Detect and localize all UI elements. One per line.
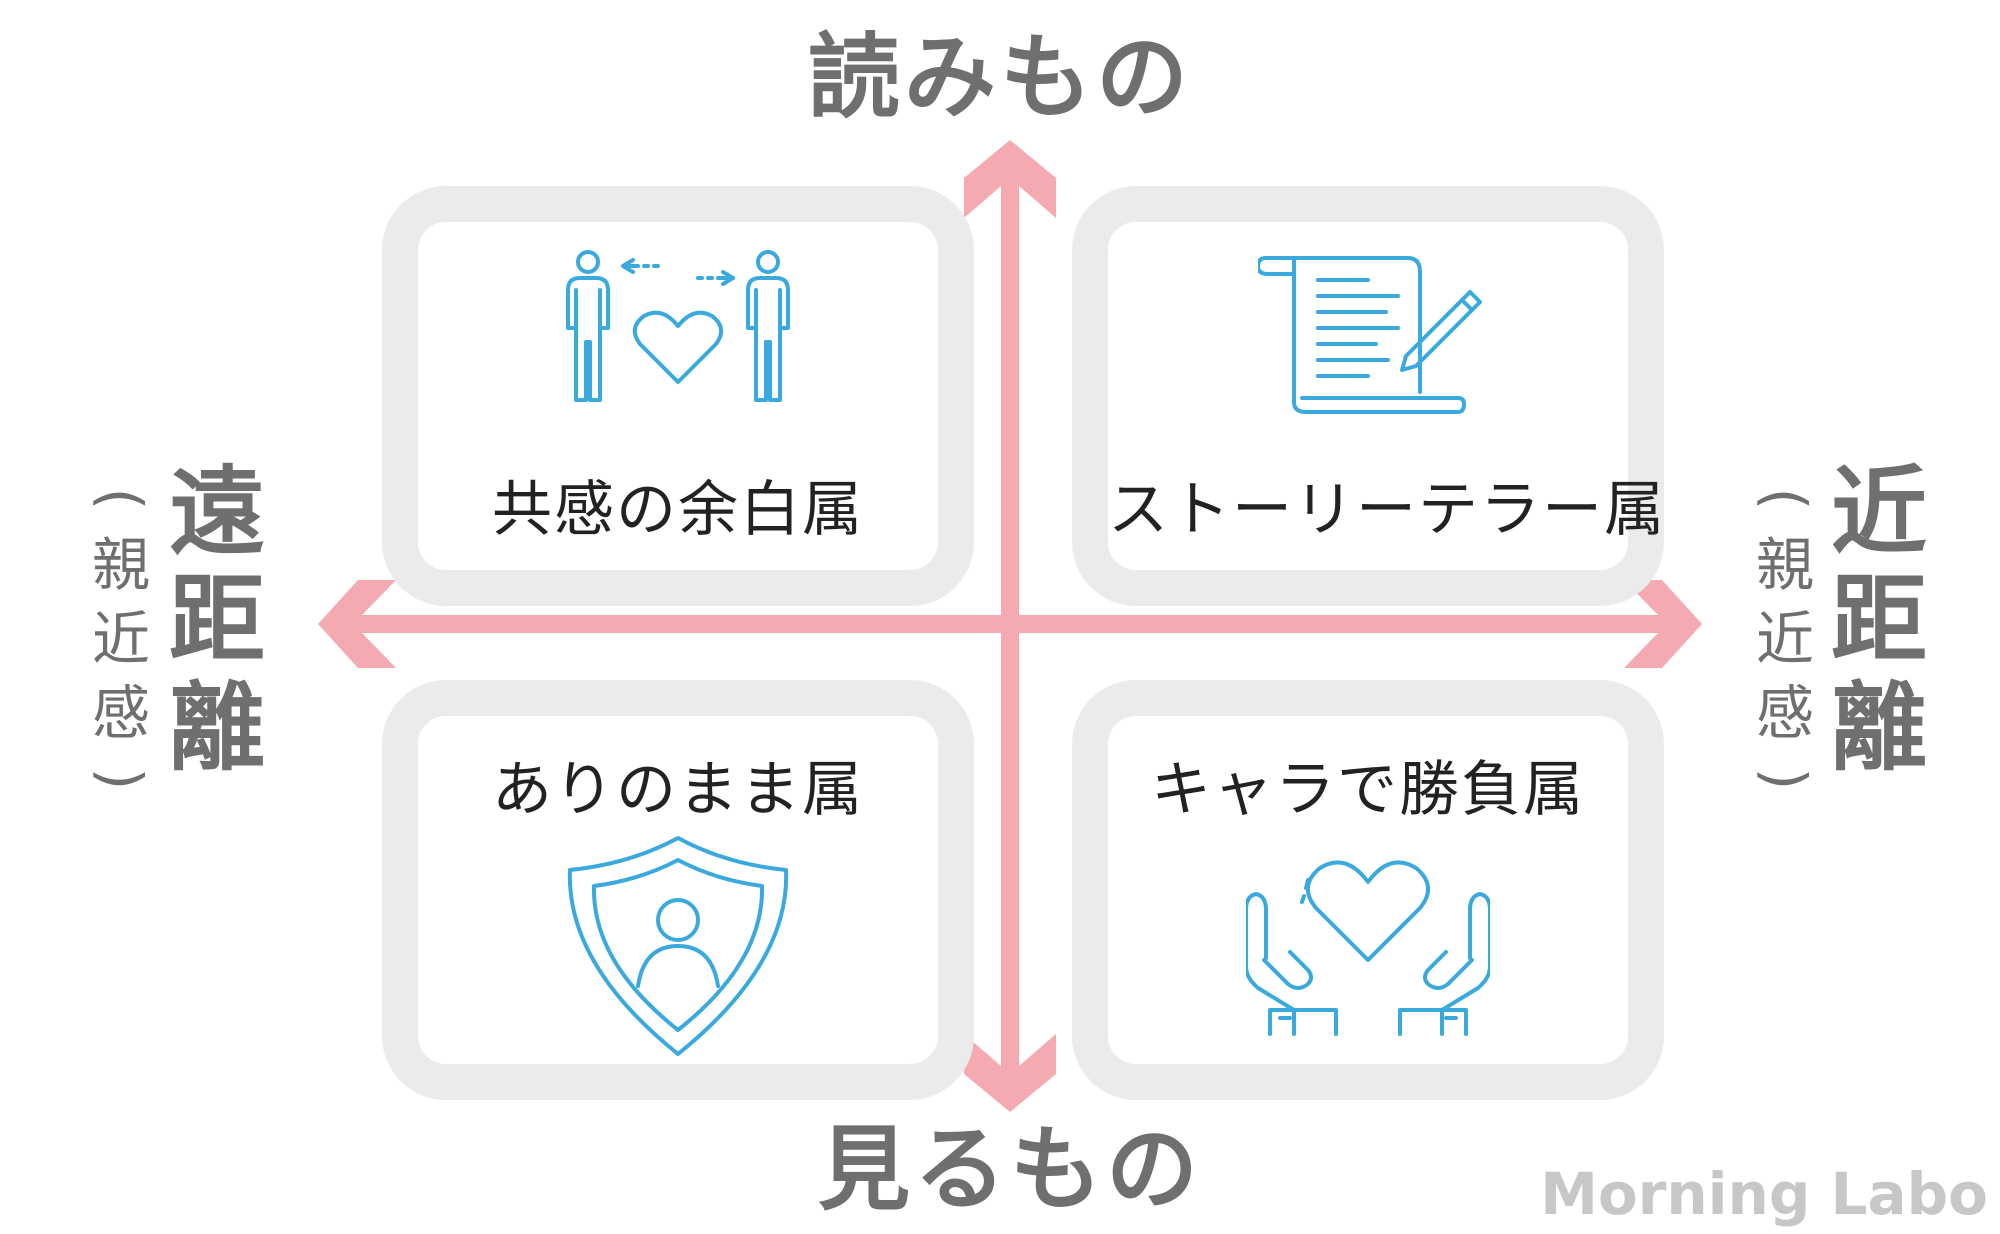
person-shield-icon — [567, 836, 789, 1056]
paren-open: ( — [1751, 487, 1819, 511]
arrow-down-head — [964, 1034, 1056, 1112]
quadrant-top-left: 共感の余白属 — [382, 186, 974, 606]
arrow-up-head — [964, 140, 1056, 218]
axis-label-left: 遠距離 — [169, 456, 265, 784]
quadrant-label: 共感の余白属 — [492, 475, 864, 545]
paren-open: ( — [87, 487, 155, 511]
arrow-right-head — [1624, 580, 1702, 668]
quadrant-label: ありのまま属 — [492, 755, 864, 825]
axis-sublabel-right-text: 親近感 — [1755, 531, 1814, 747]
brand-watermark: Morning Labo — [1540, 1160, 1988, 1228]
hands-heart-icon — [1246, 860, 1490, 1036]
axis-sublabel-right: ( 親近感 ) — [1750, 470, 1820, 808]
horizontal-axis-line — [360, 615, 1660, 633]
empathy-people-heart-icon — [566, 250, 790, 402]
arrow-left-head — [318, 580, 396, 668]
axis-sublabel-left: ( 親近感 ) — [86, 470, 156, 808]
quadrant-top-right: ストーリーテラー属 — [1072, 186, 1664, 606]
paren-close: ) — [1751, 767, 1819, 791]
quadrant-bottom-left: ありのまま属 — [382, 680, 974, 1100]
axis-label-right: 近距離 — [1831, 456, 1927, 784]
axis-label-bottom: 見るもの — [817, 1116, 1202, 1223]
scroll-pen-icon — [1258, 256, 1482, 414]
quadrant-label: ストーリーテラー属 — [1108, 475, 1666, 545]
axis-label-top: 読みもの — [807, 24, 1192, 131]
axis-sublabel-left-text: 親近感 — [91, 531, 150, 747]
quadrant-label: キャラで勝負属 — [1151, 755, 1585, 825]
paren-close: ) — [87, 767, 155, 791]
quadrant-bottom-right: キャラで勝負属 — [1072, 680, 1664, 1100]
